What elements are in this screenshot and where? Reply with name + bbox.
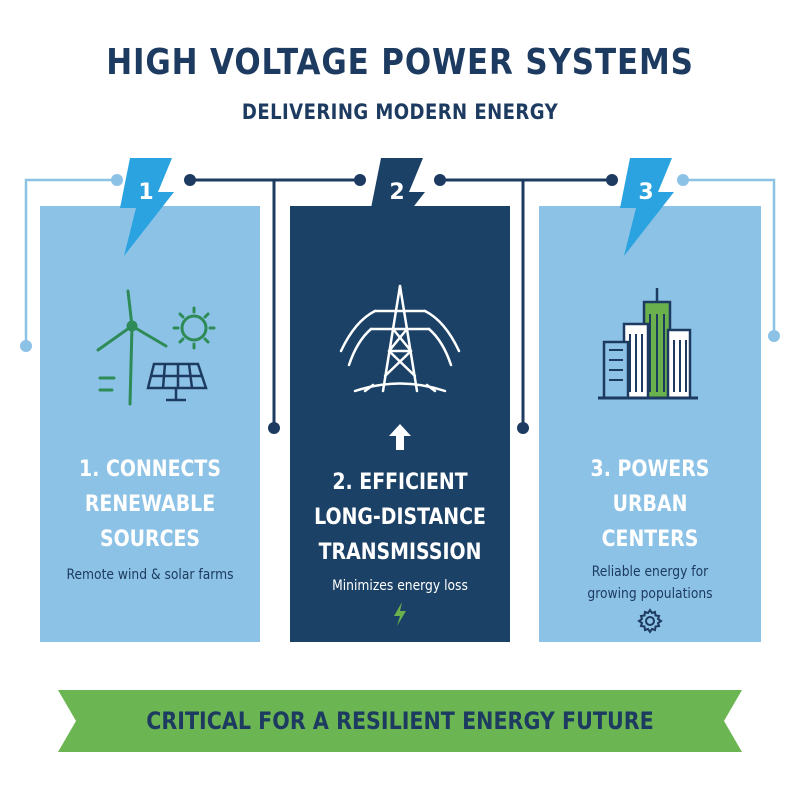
step-3-number: 3	[638, 180, 654, 205]
step-2-bolt-badge	[371, 158, 425, 256]
arrow-up-icon	[389, 424, 411, 450]
step-1-description: Remote wind & solar farms	[53, 564, 247, 586]
step-3-heading-line: URBAN	[612, 492, 688, 517]
step-2-description: Minimizes energy loss	[303, 575, 497, 597]
step-3-bolt-badge	[620, 158, 674, 256]
step-2-heading-line: LONG-DISTANCE	[314, 505, 486, 530]
wind-solar-icon	[96, 289, 216, 406]
step-1-bolt-badge	[120, 158, 174, 256]
footer-banner-text: CRITICAL FOR A RESILIENT ENERGY FUTURE	[146, 707, 654, 735]
step-1-number: 1	[138, 180, 154, 205]
step-1-heading-line: 1. CONNECTS	[79, 457, 221, 482]
step-1-desc-line: Remote wind & solar farms	[66, 567, 234, 583]
step-2-heading: 2. EFFICIENT LONG-DISTANCE TRANSMISSION	[305, 465, 494, 570]
step-3-desc-line: Reliable energy for	[591, 564, 709, 580]
step-1-heading: 1. CONNECTS RENEWABLE SOURCES	[55, 452, 244, 557]
step-card-1: 1. CONNECTS RENEWABLE SOURCES Remote win…	[40, 206, 260, 642]
step-card-2: 2. EFFICIENT LONG-DISTANCE TRANSMISSION …	[290, 206, 510, 642]
city-buildings-icon	[598, 288, 698, 400]
page-subtitle: DELIVERING MODERN ENERGY	[241, 100, 559, 124]
step-card-3: 3. POWERS URBAN CENTERS Reliable energy …	[539, 206, 761, 642]
gear-icon	[637, 608, 663, 634]
step-1-heading-line: RENEWABLE	[84, 492, 216, 517]
step-1-heading-line: SOURCES	[99, 527, 201, 552]
footer-banner	[58, 690, 742, 752]
step-2-heading-line: 2. EFFICIENT	[332, 470, 468, 495]
step-2-desc-line: Minimizes energy loss	[332, 578, 468, 594]
page-title: HIGH VOLTAGE POWER SYSTEMS	[106, 42, 694, 83]
bolt-small-icon	[394, 602, 406, 626]
step-2-heading-line: TRANSMISSION	[318, 540, 482, 565]
transmission-tower-icon	[339, 284, 461, 393]
step-3-description: Reliable energy for growing populations	[552, 561, 747, 605]
step-3-heading-line: 3. POWERS	[590, 457, 710, 482]
step-3-heading: 3. POWERS URBAN CENTERS	[555, 452, 746, 557]
step-3-desc-line: growing populations	[587, 586, 713, 602]
step-2-number: 2	[389, 180, 405, 205]
step-3-heading-line: CENTERS	[601, 527, 699, 552]
